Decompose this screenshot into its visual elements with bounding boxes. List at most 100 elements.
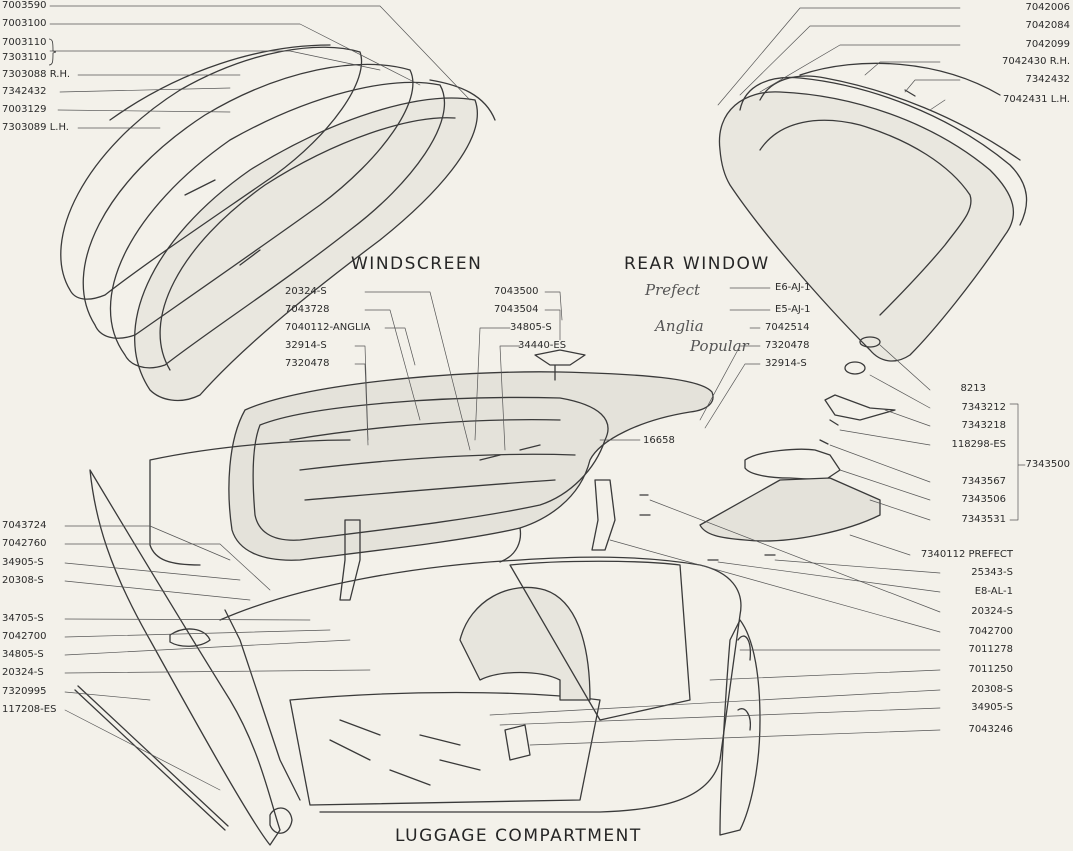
boot-floor-ribs (329, 719, 481, 786)
part-label: 34905-S (2, 557, 44, 568)
part-label: 16658 (643, 435, 675, 446)
part-label: 20308-S (971, 684, 1013, 695)
part-label: 7343500 (1025, 459, 1070, 470)
rear-window-finisher (799, 62, 1001, 96)
part-label: 7042099 (1025, 39, 1070, 50)
part-label: 7343212 (961, 402, 1006, 413)
leader-lines (49, 5, 1026, 791)
part-label: 7042006 (1025, 2, 1070, 13)
rear-wing-left (89, 469, 281, 846)
part-label: 7043728 (285, 304, 330, 315)
boot-opening-seal (219, 556, 742, 813)
part-label: 7003110 (2, 37, 47, 48)
part-label: 7303088 R.H. (2, 69, 71, 80)
part-label: 7042700 (968, 626, 1013, 637)
part-label: 7303110 (2, 52, 47, 63)
part-label: 20308-S (2, 575, 44, 586)
part-label: 32914-S (285, 340, 327, 351)
badge-popular: Popular (690, 337, 749, 355)
spare-wheel-tub (509, 560, 691, 721)
part-label: 32914-S (765, 358, 807, 369)
lid-hinge-pin (479, 444, 541, 461)
part-label: 8213 (960, 383, 986, 394)
badge-anglia: Anglia (655, 317, 704, 335)
lock-screws (639, 419, 839, 561)
rear-window-title: REAR WINDOW (624, 254, 770, 274)
part-label: 7043724 (2, 520, 47, 531)
petrol-cap (169, 628, 211, 647)
windscreen-title: WINDSCREEN (351, 254, 483, 274)
part-label: E6-AJ-1 (775, 282, 811, 293)
windscreen-finisher-strip (109, 44, 331, 121)
part-label: 7011250 (968, 664, 1013, 675)
rear-window-inner (759, 119, 972, 316)
part-label: 25343-S (971, 567, 1013, 578)
part-label: 7320995 (2, 686, 47, 697)
part-label: 34805-S (510, 322, 552, 333)
tail-lamp-left (269, 807, 293, 834)
rear-window-glass (718, 91, 1014, 362)
part-label: E5-AJ-1 (775, 304, 811, 315)
part-label: 7320478 (285, 358, 330, 369)
luggage-compartment-title: LUGGAGE COMPARTMENT (395, 826, 642, 846)
part-label: 7340112 PREFECT (920, 549, 1013, 560)
rear-wing-right (719, 619, 761, 836)
part-label: 7011278 (968, 644, 1013, 655)
tail-lamp-right (737, 635, 751, 731)
part-label: 34440-ES (518, 340, 567, 351)
part-label: 20324-S (285, 286, 327, 297)
part-label: 7343218 (961, 420, 1006, 431)
windscreen-frame-seal (82, 63, 414, 339)
lid-outer-panel (228, 371, 714, 561)
lid-handle (534, 349, 586, 381)
lid-hinge-right (591, 479, 616, 551)
lock-escutcheon (844, 361, 866, 375)
part-label: 7043246 (968, 724, 1013, 735)
badge-prefect: Prefect (645, 281, 700, 299)
lid-stiffener (289, 419, 576, 501)
part-label: 7042700 (2, 631, 47, 642)
part-label: 7003100 (2, 18, 47, 29)
part-label: 7343506 (961, 494, 1006, 505)
part-label: 7342432 (1025, 74, 1070, 85)
rear-window-seal (759, 75, 1021, 161)
rear-window-clip (904, 89, 916, 97)
lid-inner-frame (252, 396, 609, 541)
lock-cylinder (824, 394, 896, 421)
lid-seal (149, 439, 522, 566)
part-label: 7320478 (765, 340, 810, 351)
part-label: 34905-S (971, 702, 1013, 713)
part-label: 20324-S (2, 667, 44, 678)
part-label: 7042430 R.H. (1001, 56, 1070, 67)
part-label: 7003129 (2, 104, 47, 115)
part-label: 118298-ES (951, 439, 1006, 450)
windscreen-glass-inner (159, 117, 456, 371)
part-label: 7042431 L.H. (1003, 94, 1070, 105)
lid-hinge-left (339, 519, 361, 601)
part-label: 7040112-ANGLIA (285, 322, 371, 333)
rear-window-assembly (718, 62, 1028, 362)
windscreen-rubber-outer (109, 81, 446, 369)
windscreen-top-strip (429, 79, 496, 121)
windscreen-clip (184, 179, 261, 266)
windscreen-chrome-surround (60, 46, 363, 300)
lock-striker-plate (699, 477, 881, 542)
lock-assembly (639, 336, 896, 561)
luggage-compartment-body (74, 469, 761, 846)
part-label: 7043504 (494, 304, 539, 315)
boot-seal-left (224, 609, 301, 801)
part-label: 34705-S (2, 613, 44, 624)
part-label: E8-AL-1 (974, 586, 1013, 597)
lock-washer (859, 336, 881, 348)
windscreen-glass (134, 97, 478, 402)
part-label: 7343531 (961, 514, 1006, 525)
part-label: 7003590 (2, 0, 47, 11)
lock-catch (744, 448, 841, 481)
part-label: 7343567 (961, 476, 1006, 487)
part-label: 7342432 (2, 86, 47, 97)
bracket-7003110 (48, 38, 56, 66)
windscreen-assembly (60, 44, 496, 402)
part-label: 34805-S (2, 649, 44, 660)
